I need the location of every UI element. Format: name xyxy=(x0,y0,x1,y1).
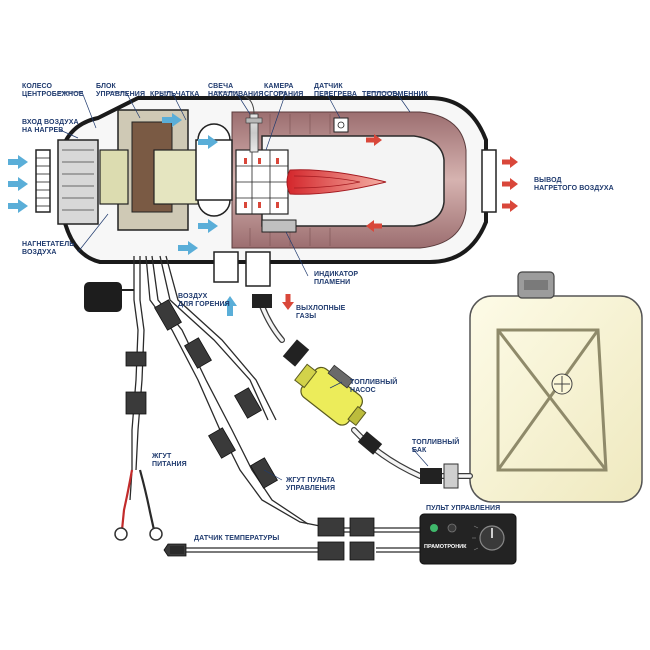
label-control-panel: ПУЛЬТ УПРАВЛЕНИЯ xyxy=(426,505,500,512)
impeller-housing xyxy=(195,123,233,217)
label-overheat-1: ДАТЧИК xyxy=(314,83,343,90)
leader-lines xyxy=(58,91,429,481)
label-fuel-pump-2: НАСОС xyxy=(350,387,376,394)
label-overheat-2: ПЕРЕГРЕВА xyxy=(314,91,357,98)
label-heat-exchanger: ТЕПЛООБМЕННИК xyxy=(362,91,429,98)
connectors xyxy=(125,299,375,561)
label-glow-plug-2: НАКАЛИВАНИЯ xyxy=(208,91,263,98)
label-wheel-1: КОЛЕСО xyxy=(22,83,53,90)
label-blower-2: ВОЗДУХА xyxy=(22,249,57,256)
temperature-sensor xyxy=(170,546,184,554)
air-outlet-grille xyxy=(481,149,497,213)
label-air-inlet-2: НА НАГРЕВ xyxy=(22,127,63,134)
label-fuel-pump-1: ТОПЛИВНЫЙ xyxy=(350,377,397,386)
label-exhaust-2: ГАЗЫ xyxy=(296,313,316,320)
label-fuel-tank-1: ТОПЛИВНЫЙ xyxy=(412,437,459,446)
label-glow-plug-1: СВЕЧА xyxy=(208,83,233,90)
label-power-harness-1: ЖГУТ xyxy=(151,453,172,460)
panel-fan-icon xyxy=(447,523,457,533)
flame-indicator xyxy=(261,219,297,233)
fuel-pump xyxy=(294,363,367,427)
overheat-sensor xyxy=(333,117,349,133)
label-control-unit-2: УПРАВЛЕНИЯ xyxy=(96,91,145,98)
label-panel-harness-1: ЖГУТ ПУЛЬТА xyxy=(285,477,335,484)
centrifugal-wheel xyxy=(57,139,99,225)
label-impeller: КРЫЛЬЧАТКА xyxy=(150,91,199,98)
label-temp-sensor: ДАТЧИК ТЕМПЕРАТУРЫ xyxy=(194,535,279,542)
label-exhaust-1: ВЫХЛОПНЫЕ xyxy=(296,305,346,312)
heater-body xyxy=(35,95,497,287)
label-blower-1: НАГНЕТАТЕЛЬ xyxy=(22,241,74,248)
label-control-unit-1: БЛОК xyxy=(96,83,117,90)
fuel-tank xyxy=(469,271,643,503)
flame xyxy=(286,169,387,195)
label-combustion-air-1: ВОЗДУХ xyxy=(178,293,208,300)
panel-led-icon xyxy=(430,524,438,532)
label-power-harness-2: ПИТАНИЯ xyxy=(152,461,187,468)
labels: КОЛЕСО ЦЕНТРОБЕЖНОЕ БЛОК УПРАВЛЕНИЯ КРЫЛ… xyxy=(22,83,614,542)
label-chamber-1: КАМЕРА xyxy=(264,83,294,90)
panel-brand: ПРАМОТРОНИК xyxy=(424,544,467,550)
label-flame-indicator-2: ПЛАМЕНИ xyxy=(314,279,350,286)
label-combustion-air-2: ДЛЯ ГОРЕНИЯ xyxy=(178,301,230,308)
label-air-outlet-2: НАГРЕТОГО ВОЗДУХА xyxy=(534,185,614,192)
label-flame-indicator-1: ИНДИКАТОР xyxy=(314,271,358,278)
glow-plug xyxy=(243,95,263,153)
label-panel-harness-2: УПРАВЛЕНИЯ xyxy=(286,485,335,492)
label-wheel-2: ЦЕНТРОБЕЖНОЕ xyxy=(22,91,84,98)
label-air-inlet-1: ВХОД ВОЗДУХА xyxy=(22,119,79,126)
air-inlet-grille xyxy=(35,149,51,213)
label-air-outlet-1: ВЫВОД xyxy=(534,177,562,184)
label-chamber-2: СГОРАНИЯ xyxy=(264,91,303,98)
fuel-line xyxy=(252,294,473,489)
control-panel: ПРАМОТРОНИК xyxy=(419,513,517,565)
label-fuel-tank-2: БАК xyxy=(412,447,427,454)
